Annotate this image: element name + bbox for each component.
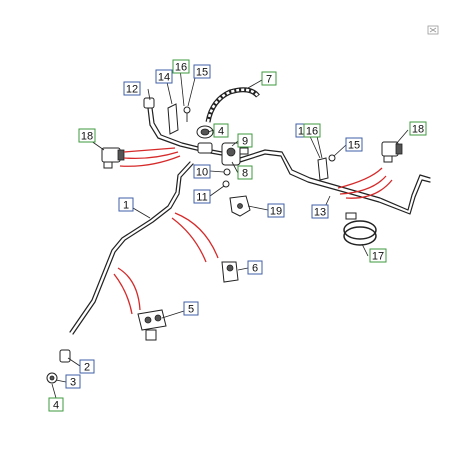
callout-6: 6 bbox=[247, 260, 263, 275]
pipe-clip-6 bbox=[221, 261, 239, 283]
callout-16-right: 16 bbox=[303, 123, 321, 138]
bracket-19 bbox=[229, 195, 251, 217]
svg-text:3: 3 bbox=[70, 377, 76, 389]
callout-16-left: 16 bbox=[172, 59, 190, 74]
wheel-sensor-connector-right bbox=[381, 141, 403, 163]
svg-text:16: 16 bbox=[306, 126, 318, 138]
callout-13: 13 bbox=[311, 204, 329, 219]
svg-text:14: 14 bbox=[158, 72, 170, 84]
svg-text:12: 12 bbox=[126, 84, 138, 96]
callout-10: 10 bbox=[193, 164, 211, 179]
svg-text:16: 16 bbox=[175, 62, 187, 74]
pipe-fitting-12 bbox=[143, 97, 155, 109]
callout-17: 17 bbox=[369, 248, 387, 263]
svg-text:4: 4 bbox=[218, 126, 224, 138]
brake-pipe-right bbox=[239, 149, 431, 215]
svg-text:2: 2 bbox=[84, 362, 90, 374]
callout-7: 7 bbox=[261, 71, 277, 86]
svg-text:18: 18 bbox=[412, 124, 424, 136]
svg-text:19: 19 bbox=[270, 206, 282, 218]
callout-3: 3 bbox=[65, 374, 81, 389]
callout-8: 8 bbox=[237, 165, 253, 180]
svg-text:18: 18 bbox=[81, 131, 93, 143]
svg-text:11: 11 bbox=[196, 192, 207, 204]
red-indicator-lines bbox=[113, 147, 393, 315]
svg-text:6: 6 bbox=[252, 263, 258, 275]
callout-4-bottom: 4 bbox=[48, 397, 64, 412]
callout-2: 2 bbox=[79, 359, 95, 374]
callout-15-right: 15 bbox=[345, 137, 363, 152]
callout-11: 11 bbox=[193, 189, 211, 204]
callout-15-left: 15 bbox=[193, 64, 211, 79]
pipe-end-fittings bbox=[46, 349, 71, 384]
pipe-clip-5 bbox=[137, 309, 167, 341]
svg-text:15: 15 bbox=[348, 140, 360, 152]
svg-text:4: 4 bbox=[53, 400, 59, 412]
svg-text:10: 10 bbox=[196, 167, 208, 179]
pipe-clip-left bbox=[167, 103, 191, 135]
callout-14-left: 14 bbox=[155, 69, 173, 84]
valve-assembly bbox=[196, 125, 249, 188]
svg-text:8: 8 bbox=[242, 168, 248, 180]
svg-text:1: 1 bbox=[123, 200, 129, 212]
svg-text:7: 7 bbox=[266, 74, 272, 86]
svg-text:17: 17 bbox=[372, 251, 384, 263]
svg-text:13: 13 bbox=[314, 207, 326, 219]
callout-9: 9 bbox=[237, 133, 253, 148]
callout-5: 5 bbox=[183, 301, 199, 316]
brake-pipe-main bbox=[69, 161, 194, 335]
svg-text:9: 9 bbox=[242, 136, 248, 148]
callout-18-left: 18 bbox=[78, 128, 96, 143]
callout-18-right: 18 bbox=[409, 121, 427, 136]
svg-text:5: 5 bbox=[188, 304, 194, 316]
callout-leaders bbox=[51, 67, 409, 399]
callout-12: 12 bbox=[123, 81, 141, 96]
callout-1: 1 bbox=[118, 197, 134, 212]
pipe-clip-right bbox=[317, 154, 336, 181]
flexible-hose bbox=[205, 87, 260, 123]
callout-4-top: 4 bbox=[213, 123, 229, 138]
close-box-icon[interactable] bbox=[427, 25, 439, 35]
band-clamp bbox=[343, 212, 377, 246]
svg-text:15: 15 bbox=[196, 67, 208, 79]
wheel-sensor-connector-left bbox=[101, 147, 125, 169]
callout-19: 19 bbox=[267, 203, 285, 218]
